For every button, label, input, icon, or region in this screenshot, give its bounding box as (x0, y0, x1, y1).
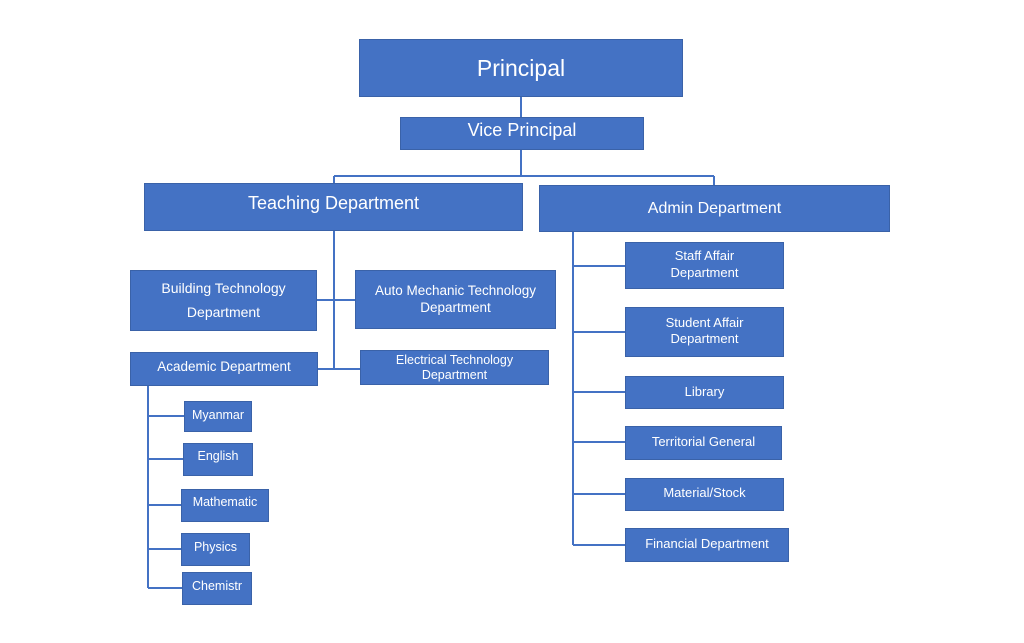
node-academic-department: Academic Department (130, 352, 318, 386)
node-label: Auto Mechanic Technology Department (374, 282, 537, 315)
node-admin-department: Admin Department (539, 185, 890, 232)
node-label: Myanmar (191, 407, 245, 422)
node-label: Electrical Technology Department (395, 352, 514, 382)
node-teaching-department: Teaching Department (144, 183, 523, 231)
node-label: Building Technology Department (161, 279, 286, 320)
node-subject-chemistr: Chemistr (182, 572, 252, 605)
node-label: Financial Department (645, 535, 769, 551)
node-territorial-general: Territorial General (625, 426, 782, 460)
node-label: Territorial General (651, 433, 756, 449)
node-subject-physics: Physics (181, 533, 250, 566)
node-staff-affair: Staff Affair Department (625, 242, 784, 289)
node-subject-myanmar: Myanmar (184, 401, 252, 432)
node-vice-principal: Vice Principal (400, 117, 644, 150)
node-label: Admin Department (647, 199, 782, 217)
node-label: Vice Principal (467, 120, 577, 141)
node-principal: Principal (359, 39, 683, 97)
node-label: English (197, 448, 239, 463)
node-student-affair: Student Affair Department (625, 307, 784, 357)
node-auto-mechanic: Auto Mechanic Technology Department (355, 270, 556, 329)
node-label: Staff Affair Department (670, 248, 739, 280)
node-financial-department: Financial Department (625, 528, 789, 562)
node-label: Principal (476, 54, 566, 81)
node-label: Material/Stock (663, 485, 746, 501)
node-label: Student Affair Department (665, 314, 744, 346)
node-label: Teaching Department (247, 192, 420, 213)
node-library: Library (625, 376, 784, 409)
node-electrical-technology: Electrical Technology Department (360, 350, 549, 385)
node-label: Library (684, 384, 725, 400)
node-label: Chemistr (191, 578, 242, 593)
node-label: Academic Department (157, 358, 291, 374)
node-building-technology: Building Technology Department (130, 270, 317, 331)
node-label: Physics (193, 539, 238, 554)
node-label: Mathematic (192, 494, 258, 509)
node-material-stock: Material/Stock (625, 478, 784, 511)
node-subject-mathematic: Mathematic (181, 489, 269, 522)
node-subject-english: English (183, 443, 253, 476)
